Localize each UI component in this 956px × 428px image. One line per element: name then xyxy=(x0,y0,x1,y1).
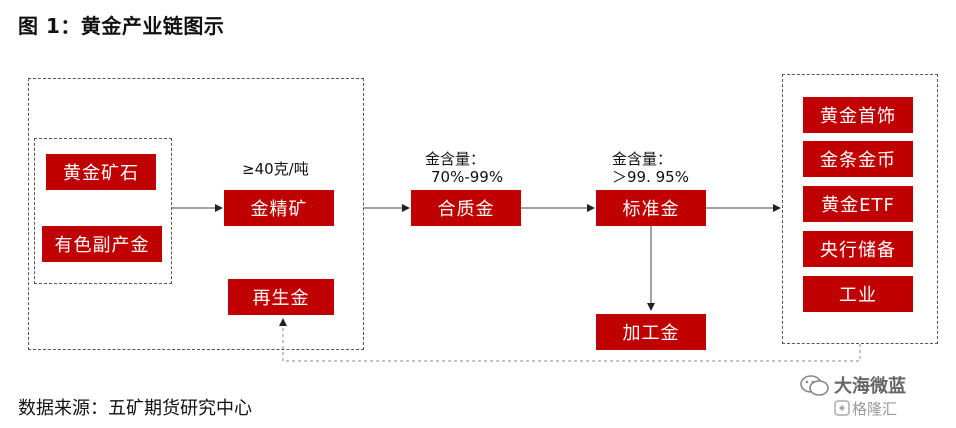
gelonghui-logo-icon xyxy=(834,400,850,416)
byproduct-gold-label: 有色副产金 xyxy=(54,235,150,256)
recycled-gold-label: 再生金 xyxy=(252,288,310,309)
standard-gold-box: 标准金 xyxy=(596,190,706,226)
use-central-bank-box: 央行储备 xyxy=(803,231,913,267)
gold-ore-box: 黄金矿石 xyxy=(46,154,156,190)
byproduct-gold-box: 有色副产金 xyxy=(42,226,162,262)
data-source-note: 数据来源：五矿期货研究中心 xyxy=(18,398,252,419)
alloy-content-range: 70%-99% xyxy=(431,168,504,186)
figure-title: 图 1：黄金产业链图示 xyxy=(18,14,225,38)
use-jewelry-label: 黄金首饰 xyxy=(820,106,896,127)
concentrate-box: 金精矿 xyxy=(224,190,334,226)
end-use-frame xyxy=(782,74,938,344)
alloy-content-note: 金含量： 70%-99% xyxy=(425,150,503,186)
use-jewelry-box: 黄金首饰 xyxy=(803,97,913,133)
standard-content-note: 金含量： ＞99. 95% xyxy=(612,150,689,186)
use-etf-label: 黄金ETF xyxy=(821,195,895,216)
alloy-gold-label: 合质金 xyxy=(437,199,495,220)
use-bars-coins-label: 金条金币 xyxy=(820,150,896,171)
processed-gold-box: 加工金 xyxy=(596,314,706,350)
alloy-content-title: 金含量： xyxy=(425,150,486,168)
use-industry-box: 工业 xyxy=(803,276,913,312)
standard-content-range: ＞99. 95% xyxy=(612,168,689,186)
use-central-bank-label: 央行储备 xyxy=(820,240,896,261)
standard-content-title: 金含量： xyxy=(612,150,673,168)
recycling-loop-line xyxy=(279,318,861,362)
watermark-sub: 格隆汇 xyxy=(852,400,898,418)
concentrate-grade-note: ≥40克/吨 xyxy=(242,160,309,178)
wechat-icon xyxy=(800,375,829,396)
watermark-name: 大海微蓝 xyxy=(834,376,906,397)
raw-source-frame xyxy=(34,138,172,284)
use-industry-label: 工业 xyxy=(839,285,877,306)
standard-gold-label: 标准金 xyxy=(622,199,680,220)
processed-gold-label: 加工金 xyxy=(622,323,680,344)
concentrate-label: 金精矿 xyxy=(250,199,308,220)
use-bars-coins-box: 金条金币 xyxy=(803,141,913,177)
upstream-outer-frame xyxy=(28,78,364,350)
watermark: 大海微蓝 格隆汇 xyxy=(800,368,950,424)
use-etf-box: 黄金ETF xyxy=(803,186,913,222)
recycled-gold-box: 再生金 xyxy=(228,279,334,315)
alloy-gold-box: 合质金 xyxy=(411,190,521,226)
gold-ore-label: 黄金矿石 xyxy=(63,163,139,184)
